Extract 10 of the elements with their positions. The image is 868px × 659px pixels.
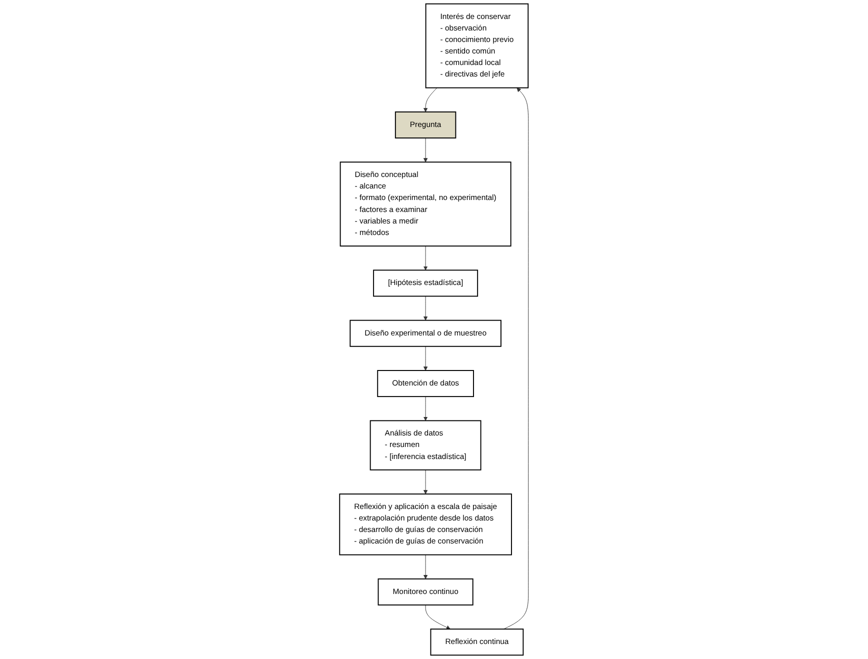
node-box — [350, 320, 502, 347]
node-box — [425, 3, 529, 88]
node-box — [377, 370, 474, 398]
node-box — [370, 420, 482, 470]
node-box — [394, 111, 456, 138]
node-box — [339, 494, 512, 556]
node-box — [340, 162, 512, 247]
node-box — [430, 628, 524, 656]
node-box — [378, 578, 474, 606]
node-box — [373, 270, 478, 297]
